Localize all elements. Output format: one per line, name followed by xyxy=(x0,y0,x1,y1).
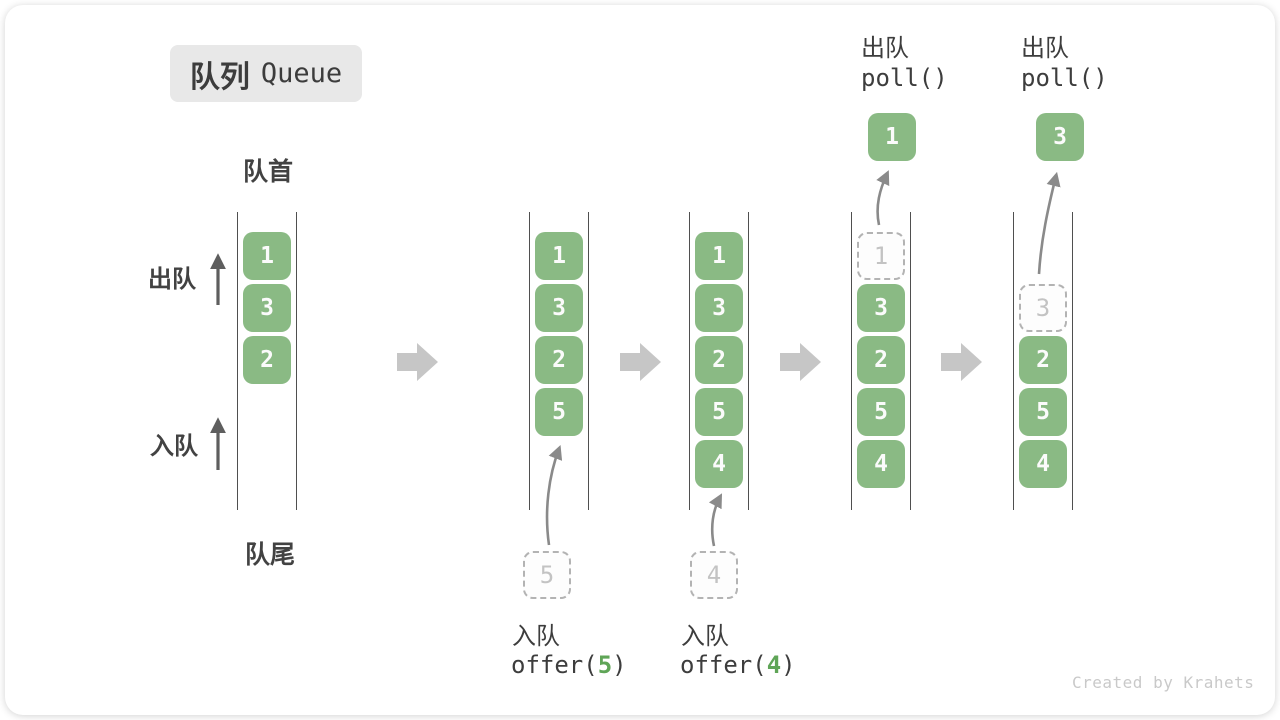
op-label-enqueue: 入队 xyxy=(681,623,729,650)
op-label-dequeue: 出队 xyxy=(861,35,909,62)
cell-value: 4 xyxy=(1019,440,1067,488)
cell-value: 1 xyxy=(535,232,583,280)
cell-value: 4 xyxy=(695,440,743,488)
cell-value: 5 xyxy=(535,388,583,436)
ghost-cell-incoming-5: 5 xyxy=(523,551,571,599)
cell-value: 3 xyxy=(857,284,905,332)
ghost-cell-removed-1: 1 xyxy=(857,232,905,280)
cell-value: 5 xyxy=(695,388,743,436)
cell-value: 2 xyxy=(1019,336,1067,384)
cell-value: 2 xyxy=(695,336,743,384)
cell-value: 2 xyxy=(857,336,905,384)
label-dequeue-side: 出队 xyxy=(148,266,196,293)
op-code-poll-3: poll() xyxy=(1021,64,1108,92)
ghost-cell-incoming-4: 4 xyxy=(690,551,738,599)
cell-value: 5 xyxy=(1019,388,1067,436)
label-queue-front: 队首 xyxy=(243,158,294,186)
title-en: Queue xyxy=(260,58,343,89)
cell-value: 1 xyxy=(695,232,743,280)
op-func-pre: offer( xyxy=(511,651,598,679)
op-arg: 5 xyxy=(597,651,613,679)
cell-value: 5 xyxy=(857,388,905,436)
op-arg: 4 xyxy=(766,651,782,679)
op-label-dequeue: 出队 xyxy=(1021,35,1069,62)
title-zh: 队列 xyxy=(189,60,250,94)
figure-card xyxy=(5,5,1275,715)
cell-value: 4 xyxy=(857,440,905,488)
out-cell-1: 1 xyxy=(868,113,916,161)
op-code-offer-5: offer(5) xyxy=(511,651,627,679)
op-label-enqueue: 入队 xyxy=(512,623,560,650)
label-queue-rear: 队尾 xyxy=(245,541,296,569)
queue-state-4: 1 3 2 5 4 xyxy=(851,212,911,510)
label-enqueue-side: 入队 xyxy=(150,433,198,460)
op-code-poll-1: poll() xyxy=(861,64,948,92)
ghost-cell-removed-3: 3 xyxy=(1019,284,1067,332)
cell-value: 2 xyxy=(535,336,583,384)
op-func-post: ) xyxy=(781,651,796,679)
out-cell-3: 3 xyxy=(1036,113,1084,161)
cell-value: 2 xyxy=(243,336,291,384)
queue-state-1: 1 3 2 xyxy=(237,212,297,510)
op-func-post: ) xyxy=(612,651,627,679)
title-box: 队列 Queue xyxy=(170,45,362,102)
op-code-offer-4: offer(4) xyxy=(680,651,796,679)
queue-state-2: 1 3 2 5 xyxy=(529,212,589,510)
op-func-pre: offer( xyxy=(680,651,767,679)
queue-state-5: 3 2 5 4 xyxy=(1013,212,1073,510)
cell-value: 3 xyxy=(535,284,583,332)
watermark-credit: Created by Krahets xyxy=(1072,673,1255,692)
cell-value: 1 xyxy=(243,232,291,280)
queue-state-3: 1 3 2 5 4 xyxy=(689,212,749,510)
cell-value: 3 xyxy=(695,284,743,332)
cell-value: 3 xyxy=(243,284,291,332)
